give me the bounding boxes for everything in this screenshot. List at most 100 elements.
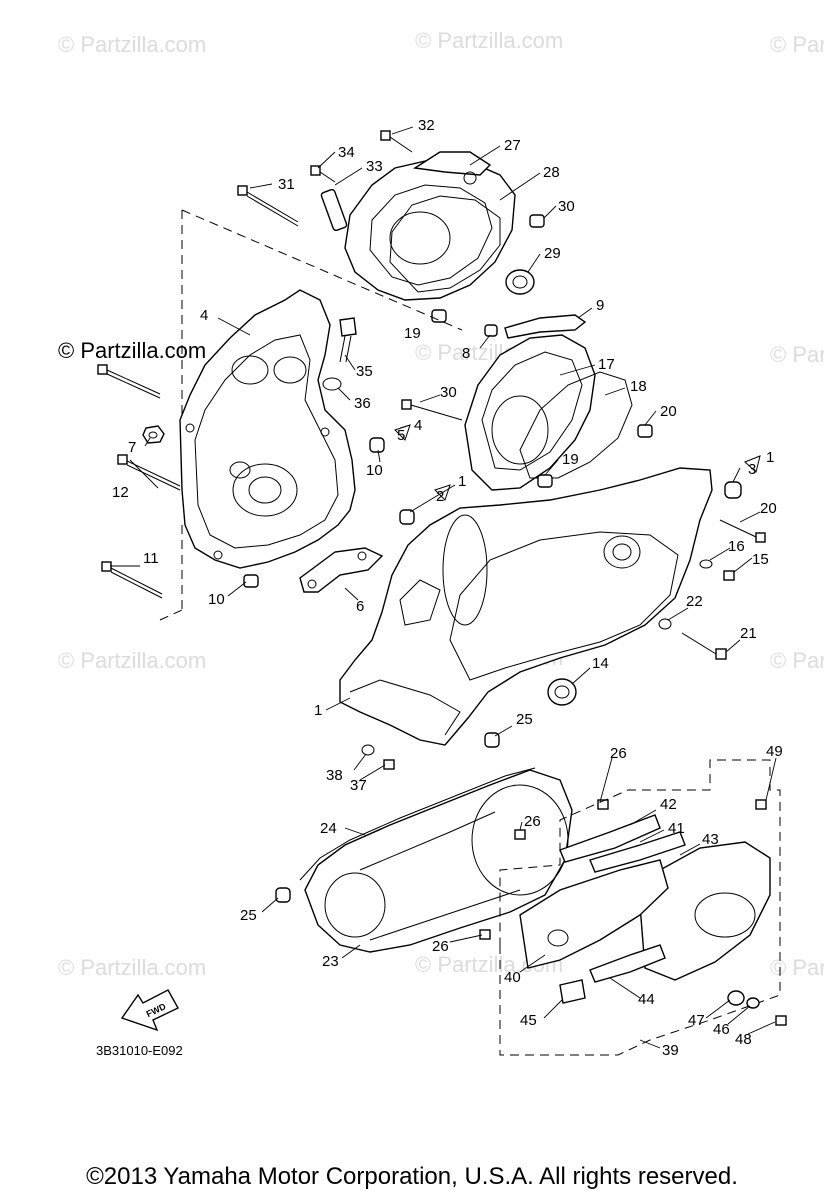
bolt-26	[514, 829, 526, 840]
callout: 44	[638, 991, 655, 1008]
gasket-top	[389, 195, 501, 293]
dowel-25	[484, 732, 500, 748]
o-ring-36	[322, 377, 342, 391]
bolt-26	[479, 929, 491, 940]
bearing-29	[505, 269, 535, 295]
callout: 47	[688, 1012, 705, 1029]
callout: 34	[338, 144, 355, 161]
bolt-12	[117, 454, 181, 491]
bolt-32	[380, 130, 413, 153]
diagram-code: 3B31010-E092	[96, 1043, 183, 1058]
callout: 21	[740, 625, 757, 642]
callout: 11	[143, 550, 159, 567]
callout: 36	[354, 395, 371, 412]
callout: 18	[630, 378, 647, 395]
callout: 48	[735, 1031, 752, 1048]
copyright-notice: ©2013 Yamaha Motor Corporation, U.S.A. A…	[86, 1163, 738, 1190]
callout: 42	[660, 796, 677, 813]
callout: 19	[404, 325, 421, 342]
callout: 4	[200, 307, 208, 324]
callout: 38	[326, 767, 343, 784]
reference-triangles	[394, 424, 761, 501]
bolt-34	[310, 165, 336, 183]
callout: 26	[524, 813, 541, 830]
callout: 10	[208, 591, 225, 608]
callout: 3	[748, 461, 756, 478]
watermark: © Partzilla.com	[770, 342, 824, 367]
callout: 26	[432, 938, 449, 955]
assembly-line	[181, 209, 463, 331]
crankcase-main	[339, 467, 713, 746]
callout: 23	[322, 953, 339, 970]
callout: 35	[356, 363, 373, 380]
bolt-31	[237, 185, 299, 227]
watermark: © Partzilla.com	[770, 648, 824, 673]
dowel-pin	[529, 214, 545, 228]
callout: 30	[558, 198, 575, 215]
assembly-line	[159, 609, 183, 621]
dowel-pin	[369, 437, 385, 453]
callout: 43	[702, 831, 719, 848]
callout-labels: 32 27 34 33 28 31 30 29 9 4 35 36 8 17 1…	[112, 117, 783, 1059]
watermark: © Partzilla.com	[415, 28, 563, 53]
seal-14	[547, 678, 577, 706]
callout: 37	[350, 777, 367, 794]
watermark: © Partzilla.com	[58, 648, 206, 673]
partzilla-logo-text: © Partzilla.com	[58, 338, 207, 363]
callout: 1	[458, 473, 466, 490]
dowel-3	[724, 481, 742, 499]
callout: 41	[668, 820, 685, 837]
bolt-21	[681, 632, 727, 660]
dowel-25	[275, 887, 291, 903]
callout: 26	[610, 745, 627, 762]
hose-9	[504, 314, 587, 339]
callout: 49	[766, 743, 783, 760]
callout: 40	[504, 969, 521, 986]
callout: 15	[752, 551, 769, 568]
callout: 33	[366, 158, 383, 175]
callout: 25	[240, 907, 257, 924]
washer-16	[699, 559, 713, 569]
bolt-11	[101, 561, 163, 599]
callout: 32	[418, 117, 435, 134]
dowel-pin	[537, 474, 553, 488]
callout: 29	[544, 245, 561, 262]
leader-lines	[110, 126, 777, 1049]
callout: 45	[520, 1012, 537, 1029]
callout: 14	[592, 655, 609, 672]
bracket-6	[299, 547, 384, 593]
crankcase-cover-top	[320, 151, 516, 301]
bolt-13	[97, 364, 161, 399]
callout: 7	[128, 439, 136, 456]
dowel-2	[399, 509, 415, 525]
callout: 1	[314, 702, 322, 719]
callout: 19	[562, 451, 579, 468]
callout: 27	[504, 137, 521, 154]
callout: 2	[436, 488, 444, 505]
plug-35	[339, 317, 357, 363]
bolt-15	[723, 570, 735, 581]
callout: 28	[543, 164, 560, 181]
bolt-20	[401, 399, 463, 421]
nut-7	[142, 425, 165, 444]
callout: 20	[660, 403, 677, 420]
callout: 16	[728, 538, 745, 555]
callout: 12	[112, 484, 129, 501]
callout: 8	[462, 345, 470, 362]
callout: 9	[596, 297, 604, 314]
callout: 5	[397, 427, 405, 444]
callout: 30	[440, 384, 457, 401]
watermark: © Partzilla.com	[58, 32, 206, 57]
callout: 24	[320, 820, 337, 837]
cvt-cover	[304, 769, 573, 953]
callout: 4	[414, 417, 422, 434]
bolt-26	[597, 799, 609, 810]
callout: 17	[598, 356, 615, 373]
outer-cover-group-39	[499, 759, 787, 1056]
callout: 1	[766, 449, 774, 466]
bolt-20b	[719, 519, 766, 543]
crankcase-cover-right	[464, 334, 596, 491]
watermark: © Partzilla.com	[58, 955, 206, 980]
callout: 31	[278, 176, 295, 193]
